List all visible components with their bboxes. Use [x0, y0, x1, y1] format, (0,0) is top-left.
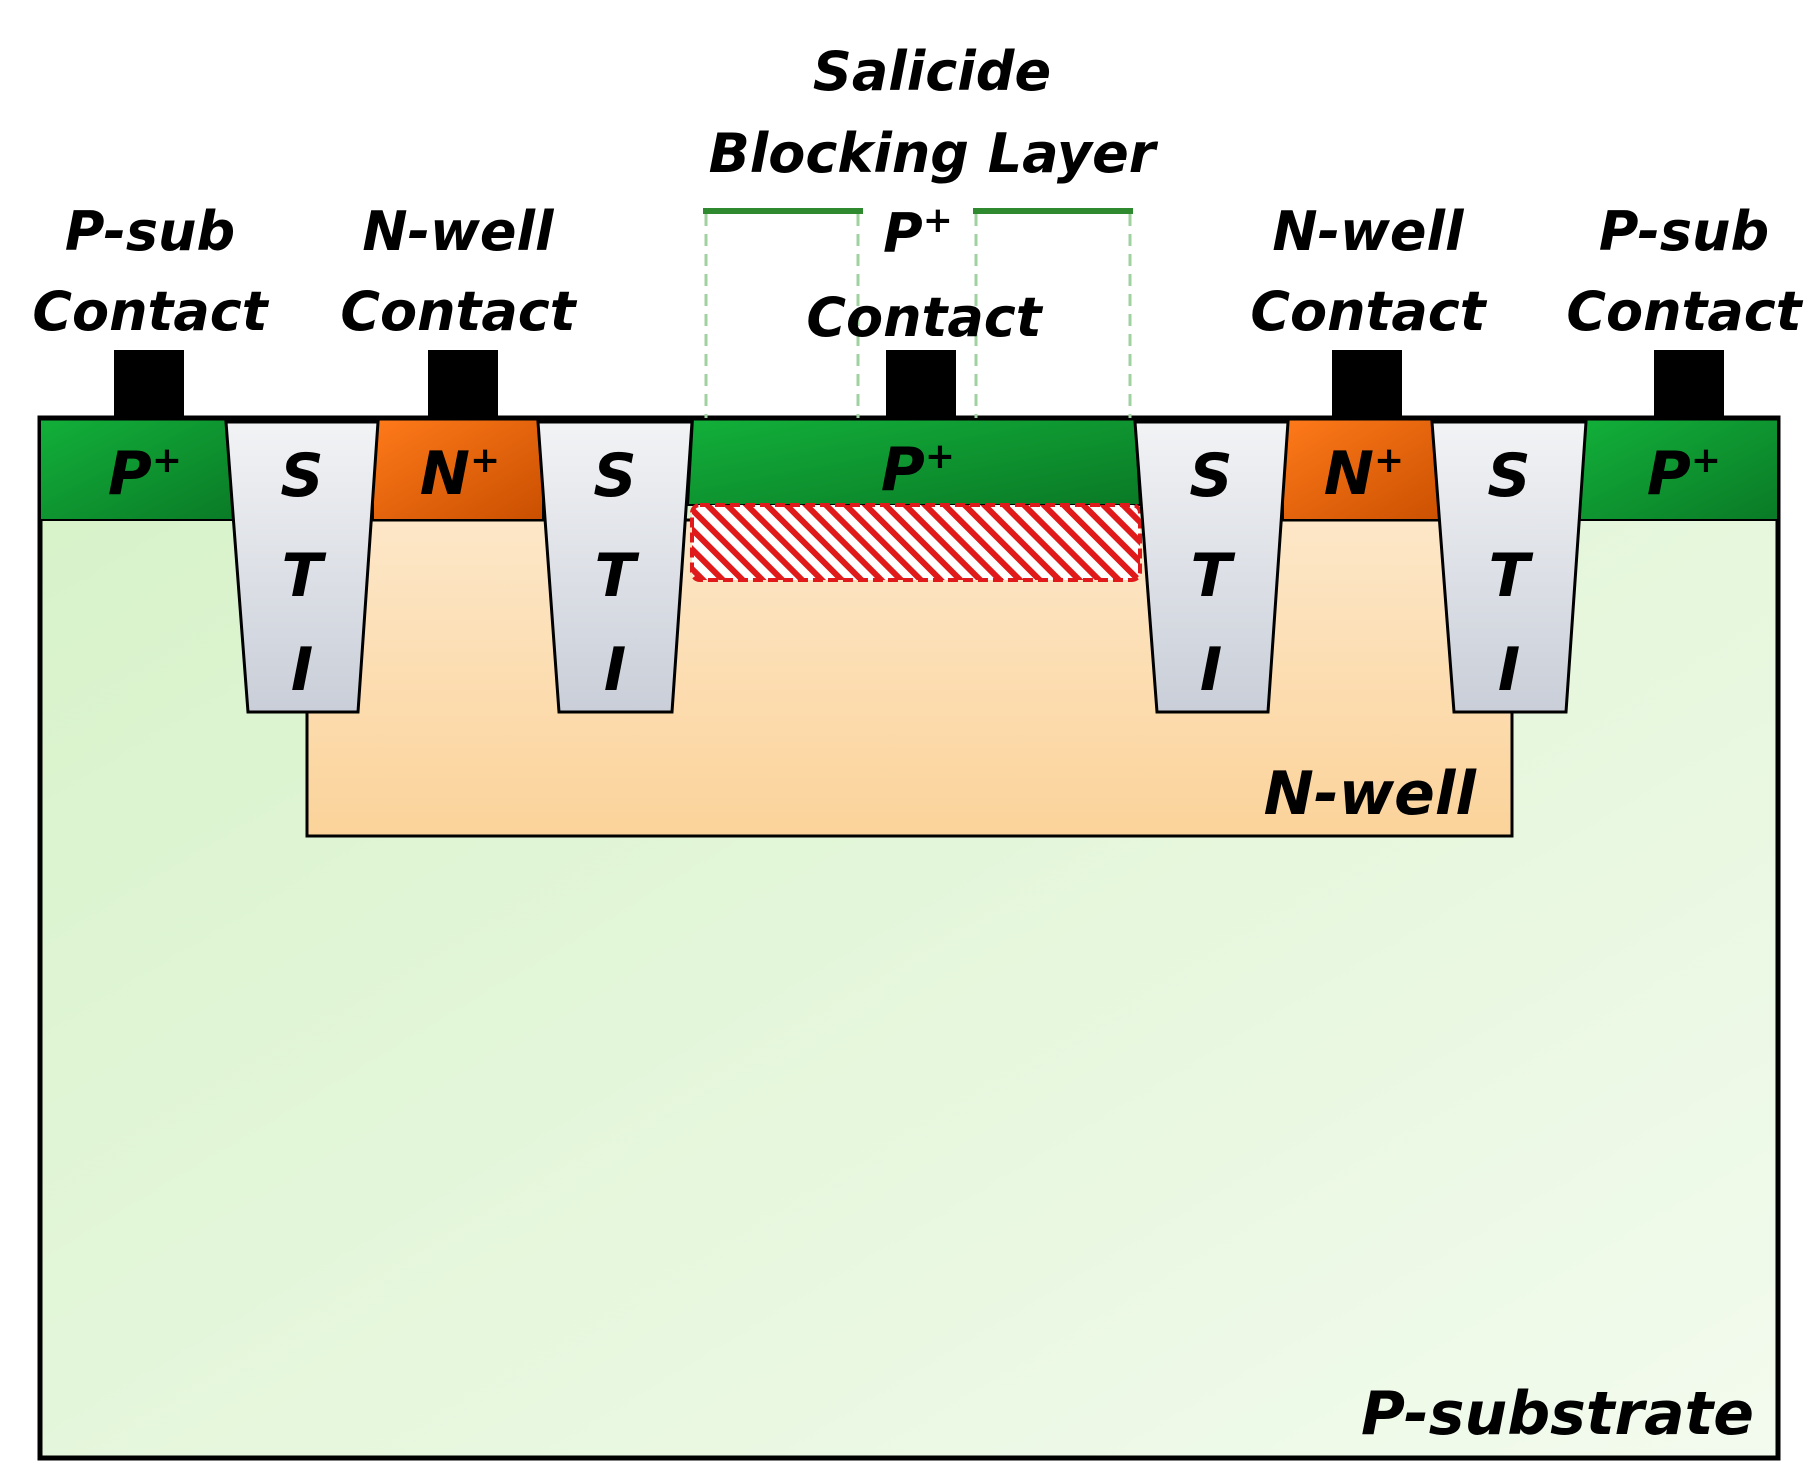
sti-letter-t: T — [282, 541, 327, 611]
contact-nwell-right — [1332, 350, 1402, 418]
sti-letter-i: I — [1498, 635, 1520, 705]
psub-contact-left-label-line2: Contact — [32, 280, 269, 343]
sti-4-letters: S T I — [1487, 441, 1533, 705]
p-plus-center-label: P+ — [881, 435, 955, 505]
psub-contact-right-label-line2: Contact — [1566, 280, 1803, 343]
n-plus-left-region — [372, 417, 544, 521]
sti-trench-4 — [1430, 420, 1588, 714]
sti-letter-i: I — [604, 635, 626, 705]
sti-letter-s: S — [1189, 441, 1232, 511]
sti-letter-t: T — [1489, 541, 1534, 611]
nwell-contact-left-label-line1: N-well — [362, 200, 555, 263]
sti-trench-3 — [1133, 420, 1290, 714]
sti-trench-1 — [224, 420, 380, 714]
n-plus-right-label: N+ — [1324, 439, 1404, 509]
psub-contact-left-label-line1: P-sub — [65, 200, 235, 263]
sti-2-letters: S T I — [593, 441, 639, 705]
contact-p-center — [886, 350, 956, 418]
sti-3-letters: S T I — [1189, 441, 1235, 705]
salicide-label-line2: Blocking Layer — [709, 122, 1159, 185]
p-contact-center-label-line1: P+ — [883, 200, 953, 265]
sti-trench-2 — [536, 420, 694, 714]
sti-letter-t: T — [595, 541, 640, 611]
contact-nwell-left — [428, 350, 498, 418]
psub-contact-right-label-line1: P-sub — [1599, 200, 1769, 263]
contact-psub-left — [114, 350, 184, 418]
p-plus-right-region — [1579, 417, 1779, 521]
nwell-contact-left-label-line2: Contact — [340, 280, 577, 343]
sti-letter-i: I — [1200, 635, 1222, 705]
n-well-label: N-well — [1264, 759, 1478, 829]
nwell-contact-right-label-line1: N-well — [1272, 200, 1465, 263]
p-contact-center-label-line2: Contact — [806, 286, 1043, 349]
sti-letter-t: T — [1191, 541, 1236, 611]
sti-letter-s: S — [593, 441, 636, 511]
nwell-contact-right-label-line2: Contact — [1250, 280, 1487, 343]
sti-letter-s: S — [1487, 441, 1530, 511]
salicide-blocked-hatch — [690, 503, 1142, 582]
salicide-block-dashed-guides — [704, 214, 1132, 418]
sti-letter-s: S — [280, 441, 323, 511]
contact-psub-right — [1654, 350, 1724, 418]
p-plus-left-label: P+ — [108, 439, 182, 509]
p-substrate-label: P-substrate — [1361, 1379, 1754, 1449]
sti-1-letters: S T I — [280, 441, 326, 705]
n-plus-left-label: N+ — [420, 439, 500, 509]
p-plus-right-label: P+ — [1647, 439, 1721, 509]
salicide-label-line1: Salicide — [813, 40, 1051, 103]
sti-letter-i: I — [291, 635, 313, 705]
